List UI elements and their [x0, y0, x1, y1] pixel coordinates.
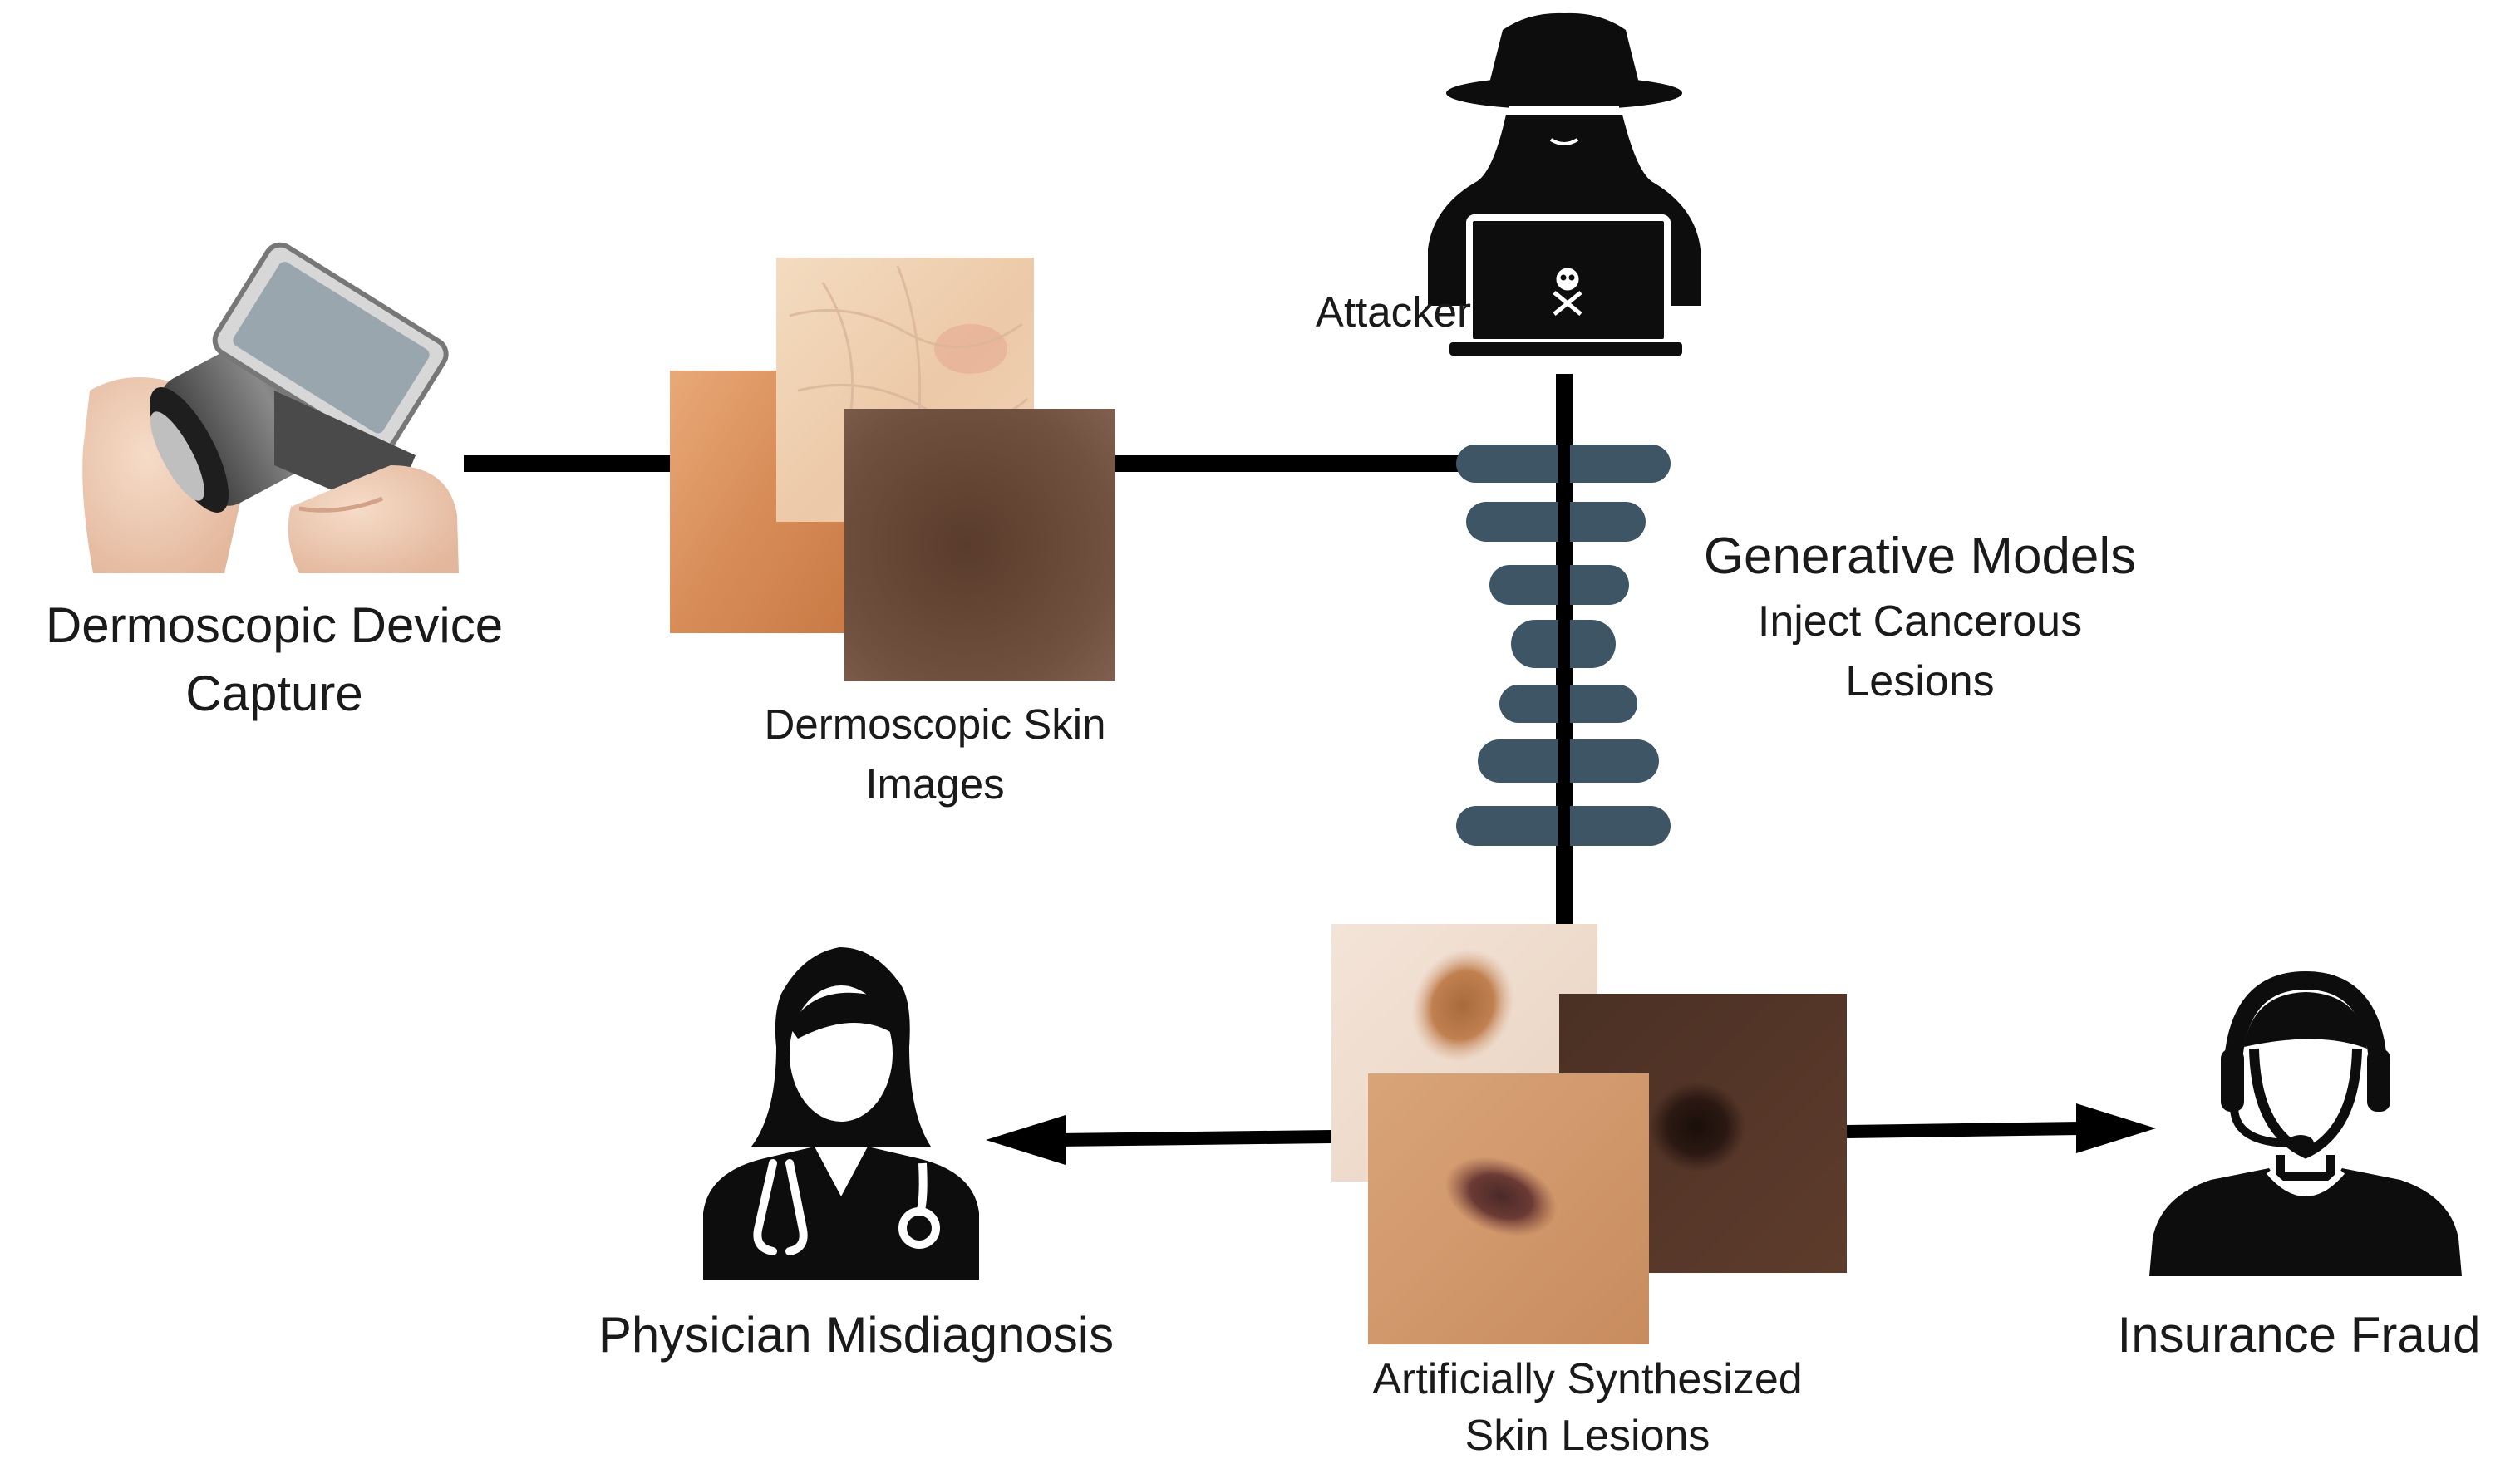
- attacker-label-text: Attacker: [1315, 288, 1471, 336]
- arrow-to-physician: [986, 1115, 1332, 1165]
- attacker-label: Attacker: [1272, 282, 1471, 342]
- neural-network-layers-icon: [1456, 445, 1671, 846]
- synthesized-skin-lesions: [1331, 924, 1847, 1344]
- skull-crossbones-icon: [1553, 268, 1582, 316]
- generative-sub-line2: Lesions: [1845, 657, 1995, 705]
- synthesized-label-line1: Artificially Synthesized: [1372, 1355, 1803, 1403]
- dermoscope-smartphone-icon: [82, 242, 459, 573]
- synthesized-label-line2: Skin Lesions: [1464, 1412, 1710, 1460]
- arrow-to-insurance: [1846, 1103, 2156, 1153]
- synthesized-label: Artificially Synthesized Skin Lesions: [1297, 1351, 1878, 1464]
- physician-label: Physician Misdiagnosis: [499, 1301, 1213, 1369]
- device-label-line2: Capture: [185, 666, 363, 721]
- skin-images-label-line1: Dermoscopic Skin: [764, 700, 1106, 748]
- hacker-laptop-icon: [1428, 12, 1701, 356]
- skin-images-label-line2: Images: [865, 760, 1005, 808]
- device-label: Dermoscopic Device Capture: [0, 592, 549, 728]
- physician-label-text: Physician Misdiagnosis: [598, 1307, 1115, 1363]
- device-label-line1: Dermoscopic Device: [45, 597, 504, 653]
- generative-title: Generative Models: [1703, 528, 2137, 585]
- lesion-image-tan: [1368, 1074, 1649, 1344]
- skin-images-label: Dermoscopic Skin Images: [682, 695, 1189, 814]
- generative-label: Generative Models Inject Cancerous Lesio…: [1629, 522, 2211, 711]
- insurance-label-text: Insurance Fraud: [2117, 1307, 2481, 1363]
- insurance-label: Insurance Fraud: [2078, 1301, 2520, 1369]
- doctor-stethoscope-icon: [703, 947, 979, 1280]
- skin-image-dark: [844, 409, 1115, 681]
- dermoscopic-skin-images: [670, 258, 1115, 681]
- generative-sub-line1: Inject Cancerous: [1757, 597, 2083, 646]
- call-agent-headset-icon: [2149, 970, 2462, 1276]
